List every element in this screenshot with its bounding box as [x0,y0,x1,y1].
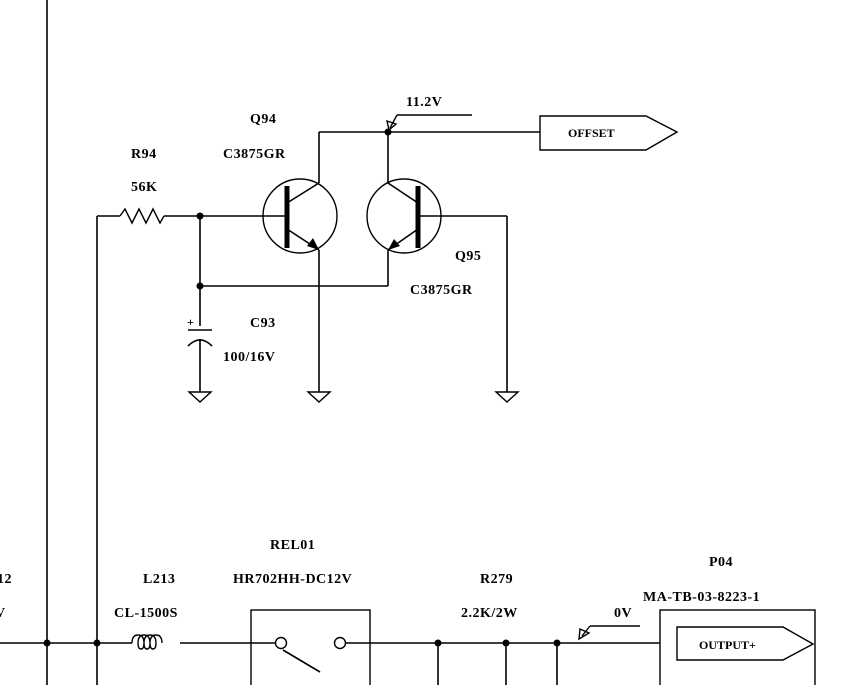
q95-part-label: C3875GR [410,283,473,298]
cut-off-left-label-bottom: V [0,606,6,621]
l213-inductor-symbol [131,634,163,650]
output-port-symbol [676,626,815,661]
rel01-ref-label: REL01 [270,538,315,553]
q95-collector [387,182,419,204]
voltage-11v2-label: 11.2V [406,95,442,110]
relay-contact [333,636,347,650]
relay-contact [274,636,288,650]
junction-dot [93,639,101,647]
q94-ref-label: Q94 [250,112,276,127]
c93-plus-sign: + [187,315,194,329]
r279-ref-label: R279 [480,572,513,587]
r94-resistor-symbol [119,207,165,225]
c93-ref-label: C93 [250,316,276,331]
q95-emitter-arrow-icon [388,239,400,250]
p04-ref-label: P04 [709,555,733,570]
cut-off-left-label-top: 12 [0,572,12,587]
l213-part-label: CL-1500S [114,606,178,621]
q95-ref-label: Q95 [455,249,481,264]
zero-volt-probe-arrow-icon [578,627,591,641]
q94-collector [286,182,320,204]
junction-dot [43,639,51,647]
output-port-label: OUTPUT+ [699,638,756,652]
offset-port-label: OFFSET [568,126,615,140]
zero-volt-label: 0V [614,606,632,621]
r94-value-label: 56K [131,180,157,195]
voltage-probe-arrow-icon [386,119,398,132]
rel01-relay-box [250,609,371,685]
ground-icon [306,391,332,403]
ground-icon [494,391,520,403]
rel01-part-label: HR702HH-DC12V [233,572,352,587]
c93-value-label: 100/16V [223,350,276,365]
q94-emitter-arrow-icon [307,238,319,250]
p04-part-label: MA-TB-03-8223-1 [643,590,760,605]
r279-value-label: 2.2K/2W [461,606,518,621]
q94-part-label: C3875GR [223,147,286,162]
r94-ref-label: R94 [131,147,157,162]
offset-port-symbol [539,115,679,151]
relay-switch-arm [282,649,321,673]
p04-connector-box [659,609,816,685]
l213-ref-label: L213 [143,572,175,587]
ground-icon [187,391,213,403]
